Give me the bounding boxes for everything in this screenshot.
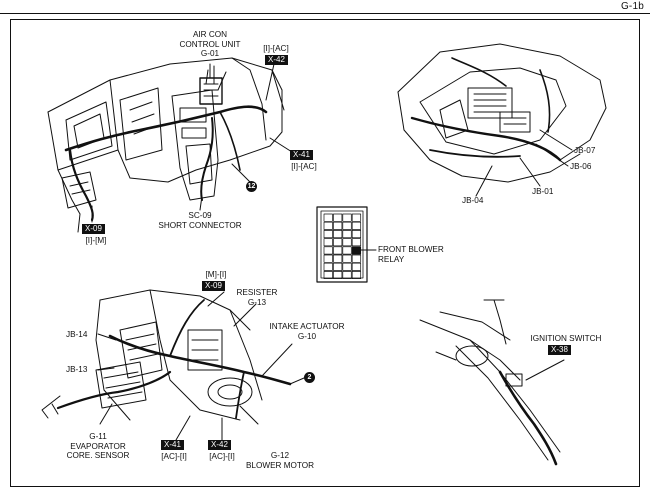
aircon-unit-id: G-01: [200, 49, 220, 58]
relay-slot: [333, 246, 343, 255]
relay-slot: [333, 271, 343, 280]
aircon-unit-line2: CONTROL UNIT: [179, 39, 241, 49]
x42-top-connector-tag: X-42: [265, 55, 288, 65]
relay-slot: [351, 230, 362, 239]
jb13-label: JB-13: [66, 365, 88, 374]
jb01-label: JB-01: [532, 187, 554, 196]
resister-id: G-13: [247, 297, 267, 307]
relay-slot: [351, 221, 362, 230]
relay-slot: [351, 238, 362, 247]
relay-slot: [333, 213, 343, 222]
jb06-label: JB-06: [570, 162, 592, 171]
short-connector-name: SHORT CONNECTOR: [158, 220, 242, 230]
evaporator-sensor-line2: CORE. SENSOR: [66, 451, 130, 460]
relay-slot: [342, 246, 352, 255]
aircon-unit-line1: AIR CON: [192, 30, 228, 39]
relay-slot: [342, 262, 352, 271]
x38-connector-tag: X-38: [548, 345, 571, 355]
relay-slot: [342, 238, 352, 247]
relay-slot: [323, 221, 333, 230]
relay-slot: [333, 230, 343, 239]
relay-slot: [342, 254, 352, 263]
relay-slot: [323, 262, 333, 271]
relay-slot: [351, 262, 362, 271]
x42-top-mode: [I]-[AC]: [263, 44, 289, 53]
relay-slot: [323, 246, 333, 255]
x42-bottom-mode: [AC]-[I]: [209, 452, 235, 461]
x41-bottom-mode: [AC]-[I]: [161, 452, 187, 461]
x09-left-connector-tag: X-09: [82, 224, 105, 234]
short-connector-id: SC-09: [188, 211, 212, 220]
relay-slot: [323, 213, 333, 222]
front-blower-relay-label: FRONT BLOWER RELAY: [378, 245, 444, 264]
x09-bottom-connector-tag: X-09: [202, 281, 225, 291]
relay-slot: [342, 230, 352, 239]
evaporator-sensor-label: G-11 EVAPORATOR CORE. SENSOR: [58, 432, 138, 461]
jb04-label: JB-04: [462, 196, 484, 205]
intake-actuator-label: INTAKE ACTUATOR G-10: [262, 322, 352, 341]
blower-motor-name: BLOWER MOTOR: [245, 460, 315, 470]
relay-panel-illustration: [316, 206, 377, 283]
relay-slot: [323, 230, 333, 239]
relay-slot: [342, 213, 352, 222]
ignition-switch-illustration: [419, 299, 565, 466]
blower-motor-label: G-12 BLOWER MOTOR: [240, 451, 320, 470]
short-connector-label: SC-09 SHORT CONNECTOR: [150, 211, 250, 230]
dashboard-illustration: [47, 57, 293, 233]
diagram-frame: [10, 19, 640, 487]
relay-slot: [342, 221, 352, 230]
intake-actuator-name: INTAKE ACTUATOR: [269, 322, 345, 331]
header-rule: [0, 13, 650, 14]
ground-marker-12: 12: [246, 181, 257, 192]
evaporator-sensor-id: G-11: [89, 432, 107, 441]
jb07-label: JB-07: [574, 146, 596, 155]
x41-top-mode: [I]-[AC]: [291, 162, 317, 171]
relay-slot: [333, 221, 343, 230]
resister-name: RESISTER: [236, 288, 278, 297]
x41-bottom-connector-tag: X-41: [161, 440, 184, 450]
relay-slot: [323, 271, 333, 280]
relay-line1: FRONT BLOWER: [378, 245, 444, 254]
blower-area-illustration: [41, 289, 305, 441]
page-code: G-1b: [620, 1, 644, 12]
x09-left-mode: [I]-[M]: [85, 236, 107, 245]
evaporator-sensor-line1: EVAPORATOR: [70, 441, 126, 451]
relay-slot: [323, 238, 333, 247]
x09-bottom-mode: [M]-[I]: [205, 270, 227, 279]
relay-slot: [323, 254, 333, 263]
aircon-unit-label: AIR CON CONTROL UNIT G-01: [170, 30, 250, 59]
relay-slot: [333, 262, 343, 271]
relay-slot: [351, 271, 362, 280]
ground-marker-2: 2: [304, 372, 315, 383]
ignition-switch-name: IGNITION SWITCH: [530, 334, 602, 343]
relay-slot: [333, 254, 343, 263]
resister-label: RESISTER G-13: [232, 288, 282, 307]
relay-slot: [342, 271, 352, 280]
x42-bottom-connector-tag: X-42: [208, 440, 231, 450]
junction-box-illustration: [397, 43, 607, 197]
relay-slot: [351, 213, 362, 222]
relay-slot: [333, 238, 343, 247]
intake-actuator-id: G-10: [297, 331, 317, 341]
relay-line2: RELAY: [378, 254, 405, 264]
blower-motor-id: G-12: [270, 451, 290, 460]
jb14-label: JB-14: [66, 330, 88, 339]
relay-slot: [351, 254, 362, 263]
x41-top-connector-tag: X-41: [290, 150, 313, 160]
